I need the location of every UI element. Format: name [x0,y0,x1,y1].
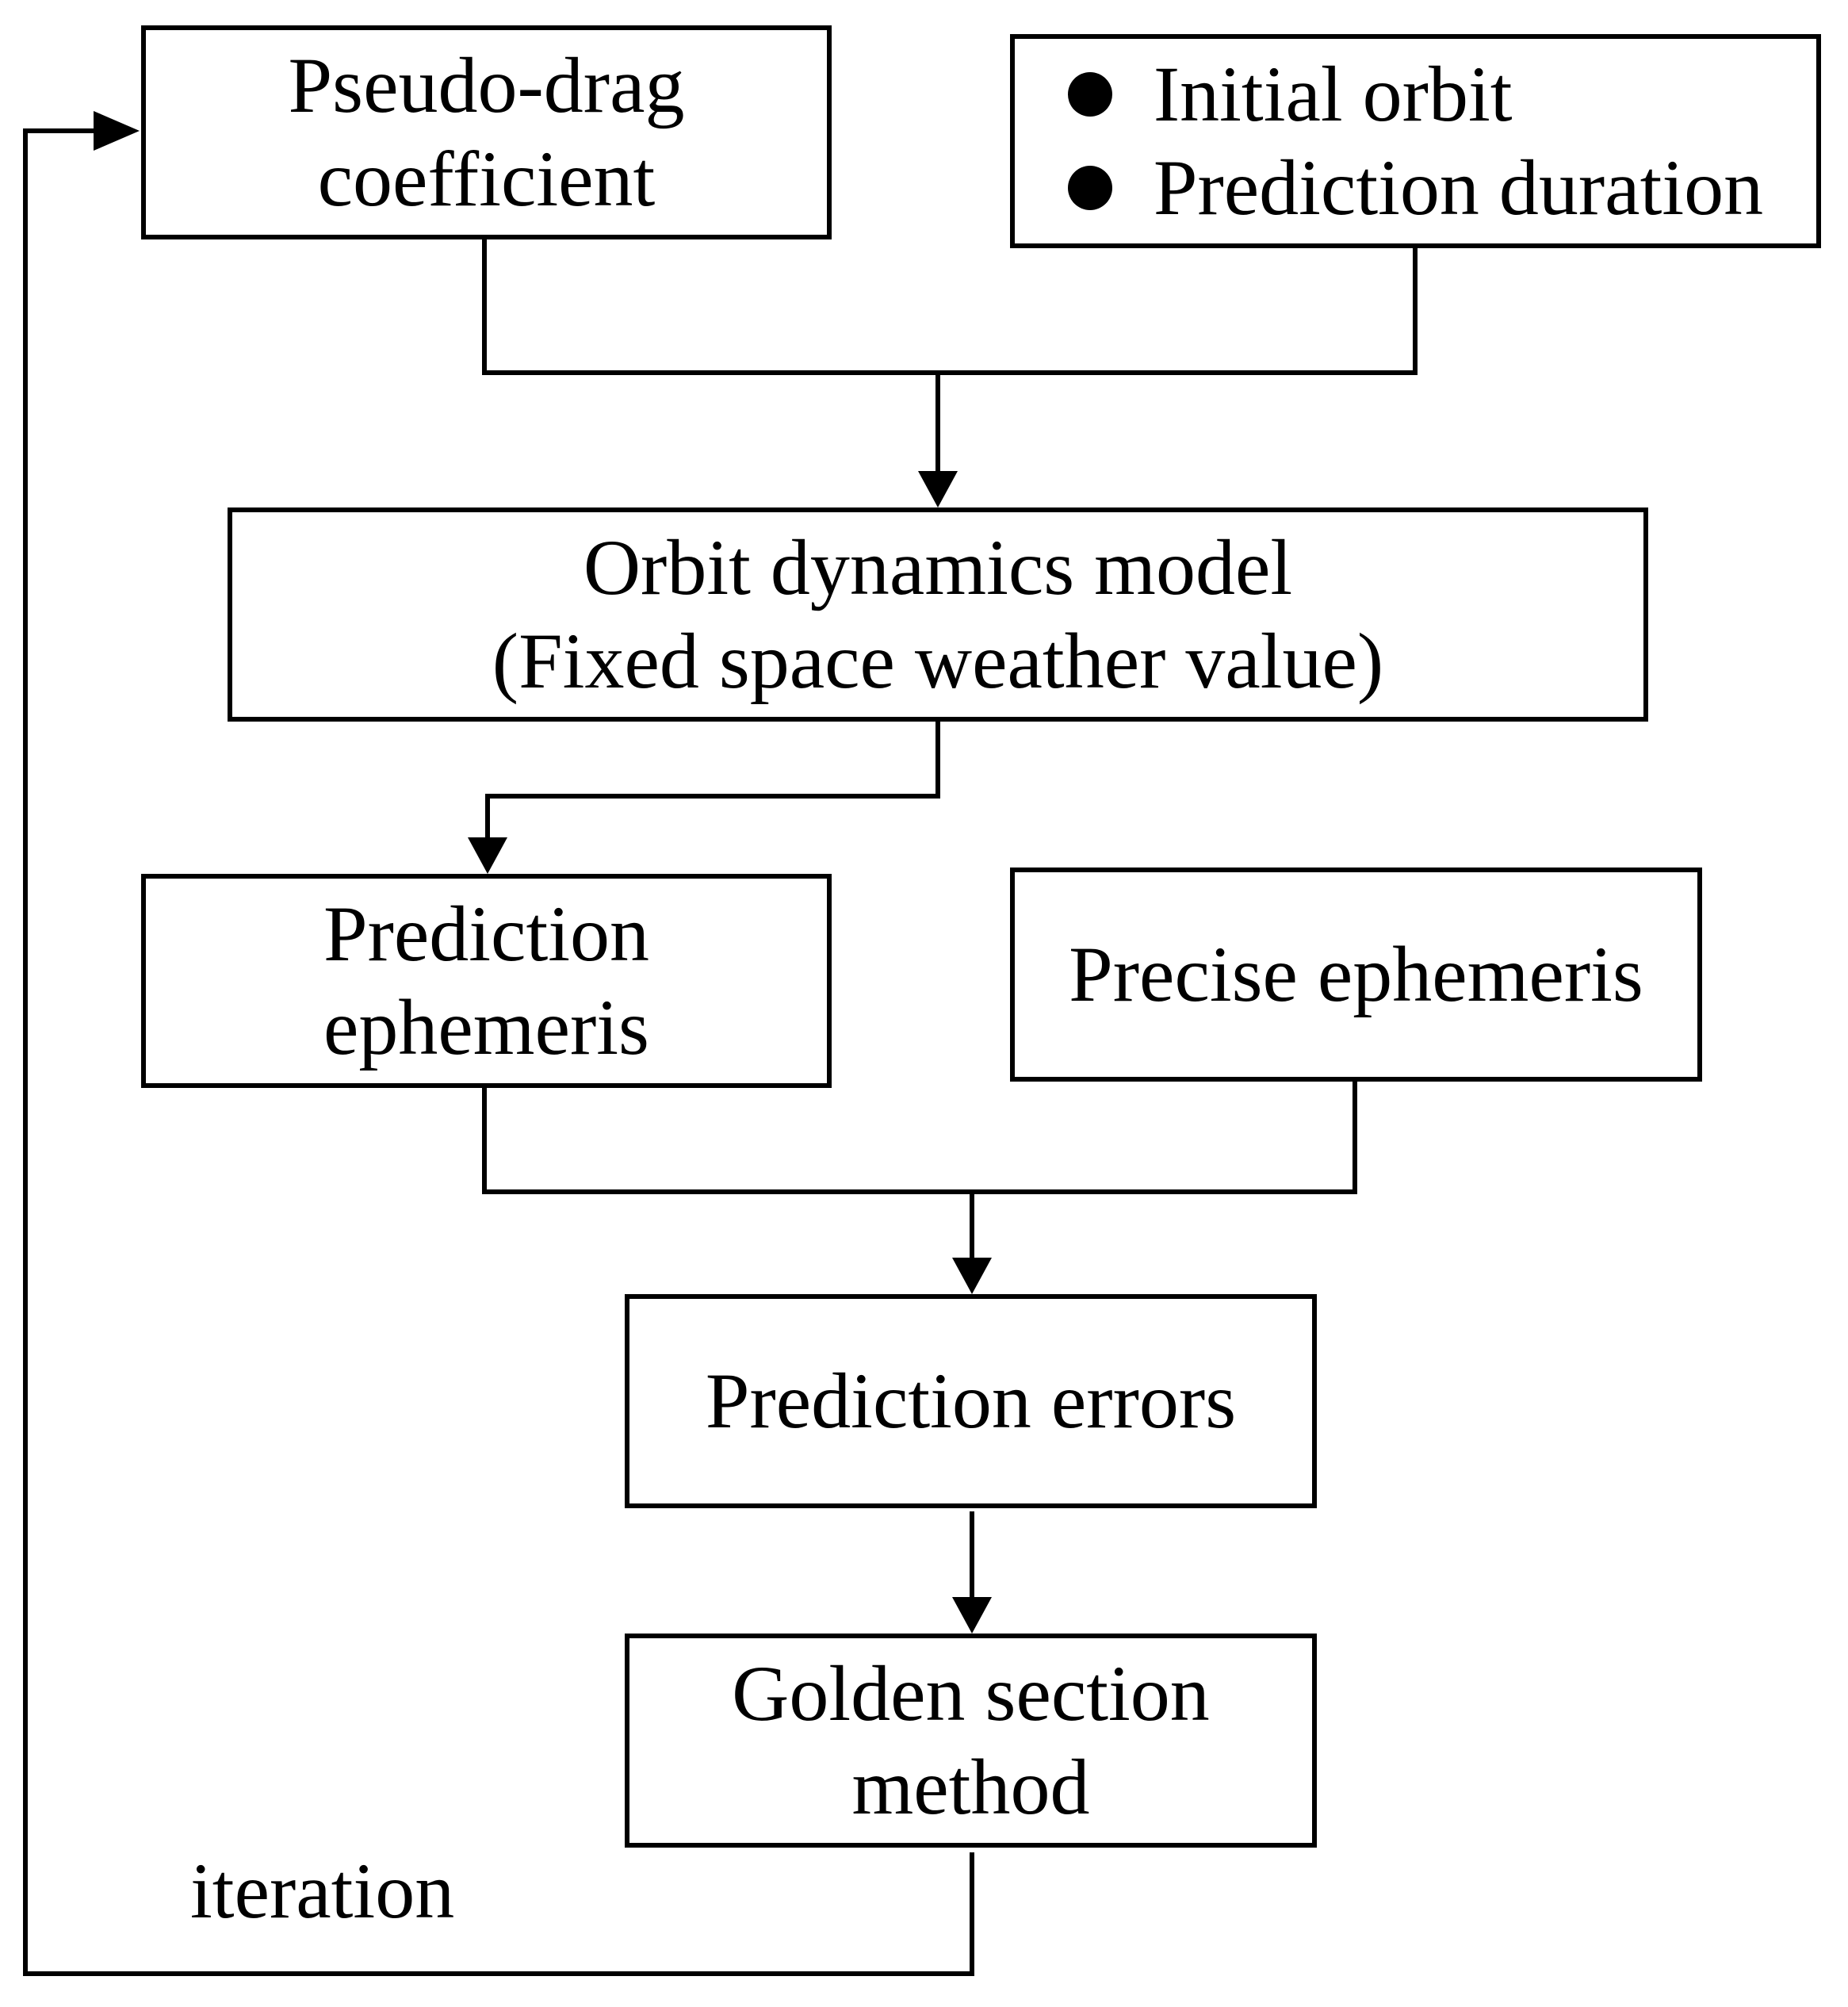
golden-section-method-box: Golden section method [625,1634,1317,1848]
input-item-label: Initial orbit [1153,50,1513,138]
inputs-box: Initial orbit Prediction duration [1010,34,1821,248]
input-item-label: Prediction duration [1153,144,1764,232]
input-item-initial-orbit: Initial orbit [1067,48,1763,141]
precise-ephemeris-box: Precise ephemeris [1010,868,1702,1082]
connector-ephemeris-merge [482,1078,1357,1194]
connector-model-to-prediction-ephemeris [485,722,940,837]
input-item-prediction-duration: Prediction duration [1067,141,1764,235]
orbit-dynamics-model-box: Orbit dynamics model (Fixed space weathe… [228,507,1648,722]
golden-section-method-label: Golden section method [732,1649,1210,1831]
precise-ephemeris-label: Precise ephemeris [1069,930,1643,1018]
connector-top-merge [482,238,1418,375]
bullet-icon [1067,72,1112,117]
prediction-ephemeris-label: Prediction ephemeris [323,890,650,1071]
orbit-dynamics-model-label: Orbit dynamics model (Fixed space weathe… [492,523,1384,705]
arrowhead-to-errors [952,1258,992,1294]
pseudo-drag-coefficient-label: Pseudo-drag coefficient [288,41,685,223]
connector-iteration-loop [23,128,974,1976]
arrowhead-to-prediction-ephemeris [468,837,507,874]
iteration-label: iteration [190,1847,455,1935]
prediction-errors-label: Prediction errors [705,1357,1237,1445]
inputs-list: Initial orbit Prediction duration [1067,48,1764,235]
bullet-icon [1067,166,1112,210]
prediction-ephemeris-box: Prediction ephemeris [141,874,832,1088]
arrowhead-to-pseudo-drag [94,111,140,151]
arrowhead-to-golden-section [952,1597,992,1634]
prediction-errors-box: Prediction errors [625,1294,1317,1508]
arrowhead-to-model [918,471,958,507]
pseudo-drag-coefficient-box: Pseudo-drag coefficient [141,25,832,239]
